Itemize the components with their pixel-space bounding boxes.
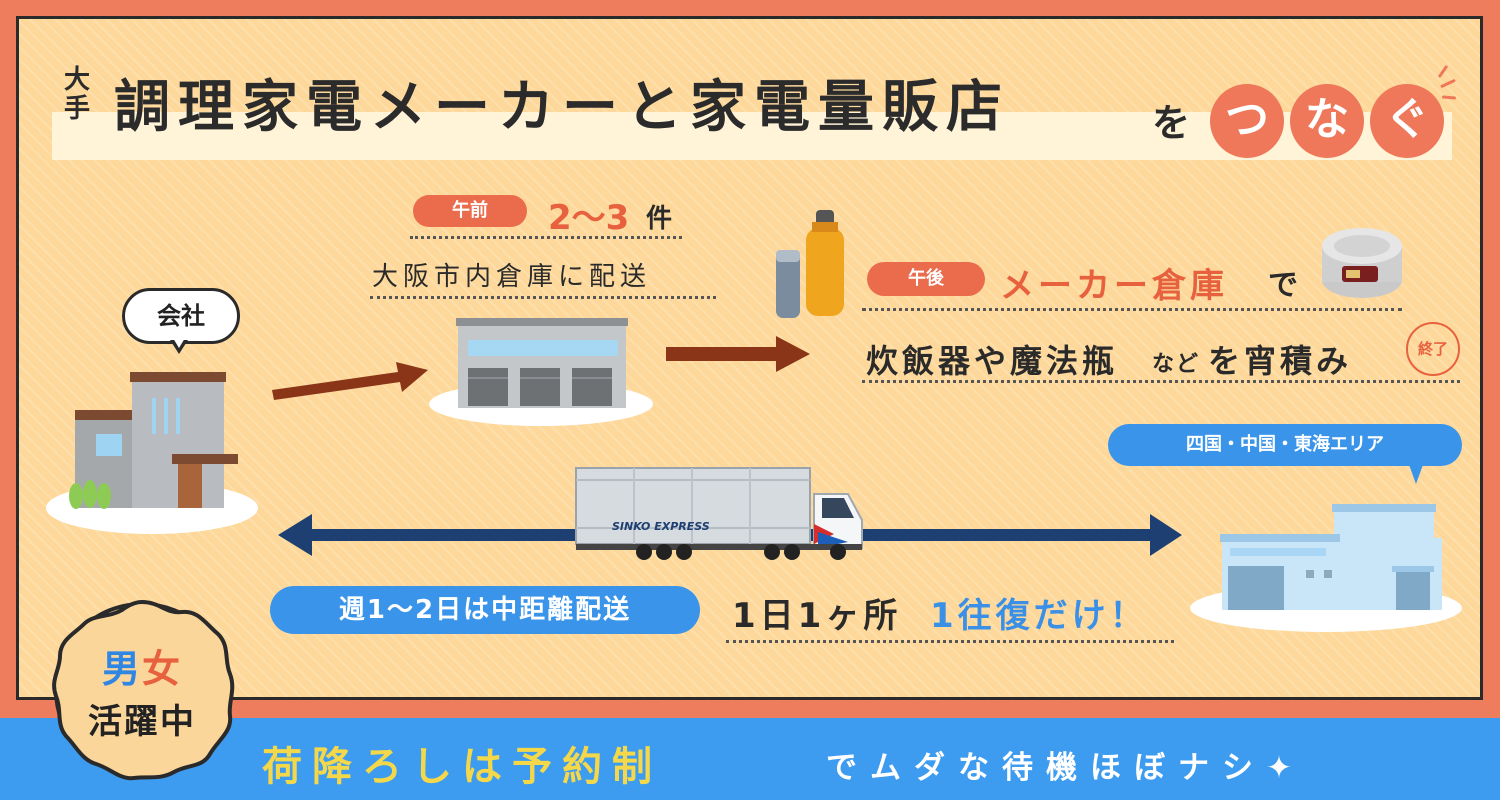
badge-female-char: 女	[142, 647, 183, 691]
dotted-divider	[410, 236, 682, 239]
title-particle: を	[1152, 101, 1191, 145]
afternoon-place: メーカー倉庫	[1000, 266, 1228, 306]
truck-brand-label: SINKO EXPRESS	[612, 520, 710, 533]
rice-cooker-icon	[1322, 228, 1402, 298]
warehouse-icon	[429, 318, 653, 426]
afternoon-particle: で	[1268, 268, 1298, 303]
badge-line-1: 男女	[52, 638, 232, 693]
distribution-center-icon	[1190, 504, 1462, 632]
weekly-text-a: 1日1ヶ所	[732, 596, 902, 636]
dotted-divider	[370, 296, 716, 299]
morning-description: 大阪市内倉庫に配送	[372, 262, 652, 292]
arrow-right-icon	[272, 362, 428, 400]
banner-sub-text: でムダな待機ほぼナシ✦	[826, 750, 1305, 786]
company-building-icon	[46, 372, 258, 534]
morning-count: 2〜3	[548, 198, 630, 238]
banner-main-text: 荷降ろしは予約制	[262, 744, 662, 790]
dotted-divider	[862, 308, 1402, 311]
page-title: 調理家電メーカーと家電量販店	[114, 75, 1010, 140]
weekly-text-b: 1往復だけ！	[930, 596, 1148, 636]
bubble-tail-inner	[173, 338, 185, 348]
morning-count-unit: 件	[646, 204, 673, 234]
area-bubble-tail	[1408, 462, 1424, 484]
connect-char-1: つ	[1210, 84, 1284, 158]
badge-male-char: 男	[101, 647, 142, 691]
afternoon-desc-a: 炊飯器や魔法瓶	[866, 342, 1119, 380]
dotted-divider	[862, 380, 1460, 383]
connect-char-3: ぐ	[1370, 84, 1444, 158]
weekly-pill: 週1〜2日は中距離配送	[270, 586, 700, 634]
afternoon-desc-c: を宵積み	[1208, 342, 1353, 380]
gender-badge-icon	[52, 599, 235, 781]
badge-line-2: 活躍中	[88, 702, 196, 742]
title-prefix: 大手	[63, 65, 90, 124]
thermos-icon	[776, 210, 844, 318]
afternoon-tag: 午後	[867, 262, 985, 296]
done-stamp: 終了	[1406, 322, 1460, 376]
morning-tag: 午前	[413, 195, 527, 227]
arrow-right-icon	[666, 336, 810, 372]
company-speech-bubble: 会社	[122, 288, 240, 344]
afternoon-desc-b: など	[1152, 352, 1201, 377]
bottom-banner	[0, 718, 1500, 800]
dotted-divider	[726, 640, 1174, 643]
connect-char-2: な	[1290, 84, 1364, 158]
area-label: 四国・中国・東海エリア	[1108, 424, 1462, 466]
truck-icon: SINKO EXPRESS	[575, 467, 863, 560]
